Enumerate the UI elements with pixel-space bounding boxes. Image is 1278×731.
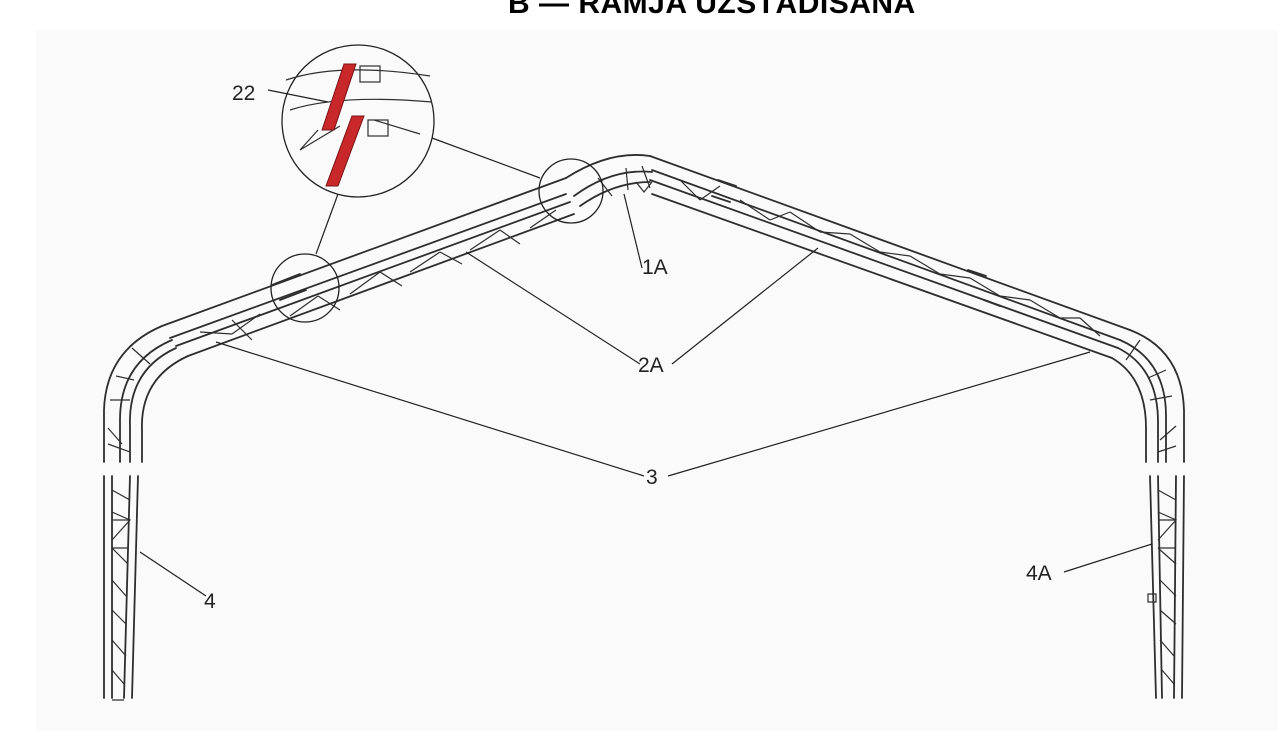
label-4A: 4A [1026, 562, 1052, 585]
leader-2A [465, 247, 819, 365]
leader-22 [267, 89, 329, 103]
leader-4A [1063, 543, 1153, 573]
label-22: 22 [232, 82, 255, 105]
left-corner-bend [103, 325, 189, 463]
drawing-background [36, 30, 1278, 731]
label-1A: 1A [642, 256, 668, 279]
label-4: 4 [204, 590, 216, 613]
leader-detail-to-ridge [431, 137, 541, 179]
joint-circle-left [270, 253, 340, 323]
bracket-lower [367, 119, 389, 137]
ridge-joint [565, 154, 653, 207]
connector-pin-upper [321, 63, 357, 131]
bracket-upper [359, 65, 381, 83]
left-roof-truss [161, 177, 575, 357]
connector-pin-lower [325, 115, 365, 187]
leader-detail-to-left [315, 193, 339, 255]
label-2A: 2A [638, 354, 664, 377]
left-leg [103, 475, 139, 701]
leader-1A [623, 193, 643, 269]
detail-circle [281, 44, 435, 198]
joint-circle-ridge [538, 158, 604, 224]
leader-3 [215, 341, 1091, 477]
right-corner-bend [1111, 329, 1185, 463]
right-roof-truss [649, 155, 1131, 359]
right-leg [1147, 475, 1185, 699]
detail-magnifier [281, 44, 541, 255]
page-title: B — RAMJA UZSTĀDĪŠANA [508, 0, 916, 20]
leader-4 [139, 551, 207, 597]
label-3: 3 [646, 466, 658, 489]
